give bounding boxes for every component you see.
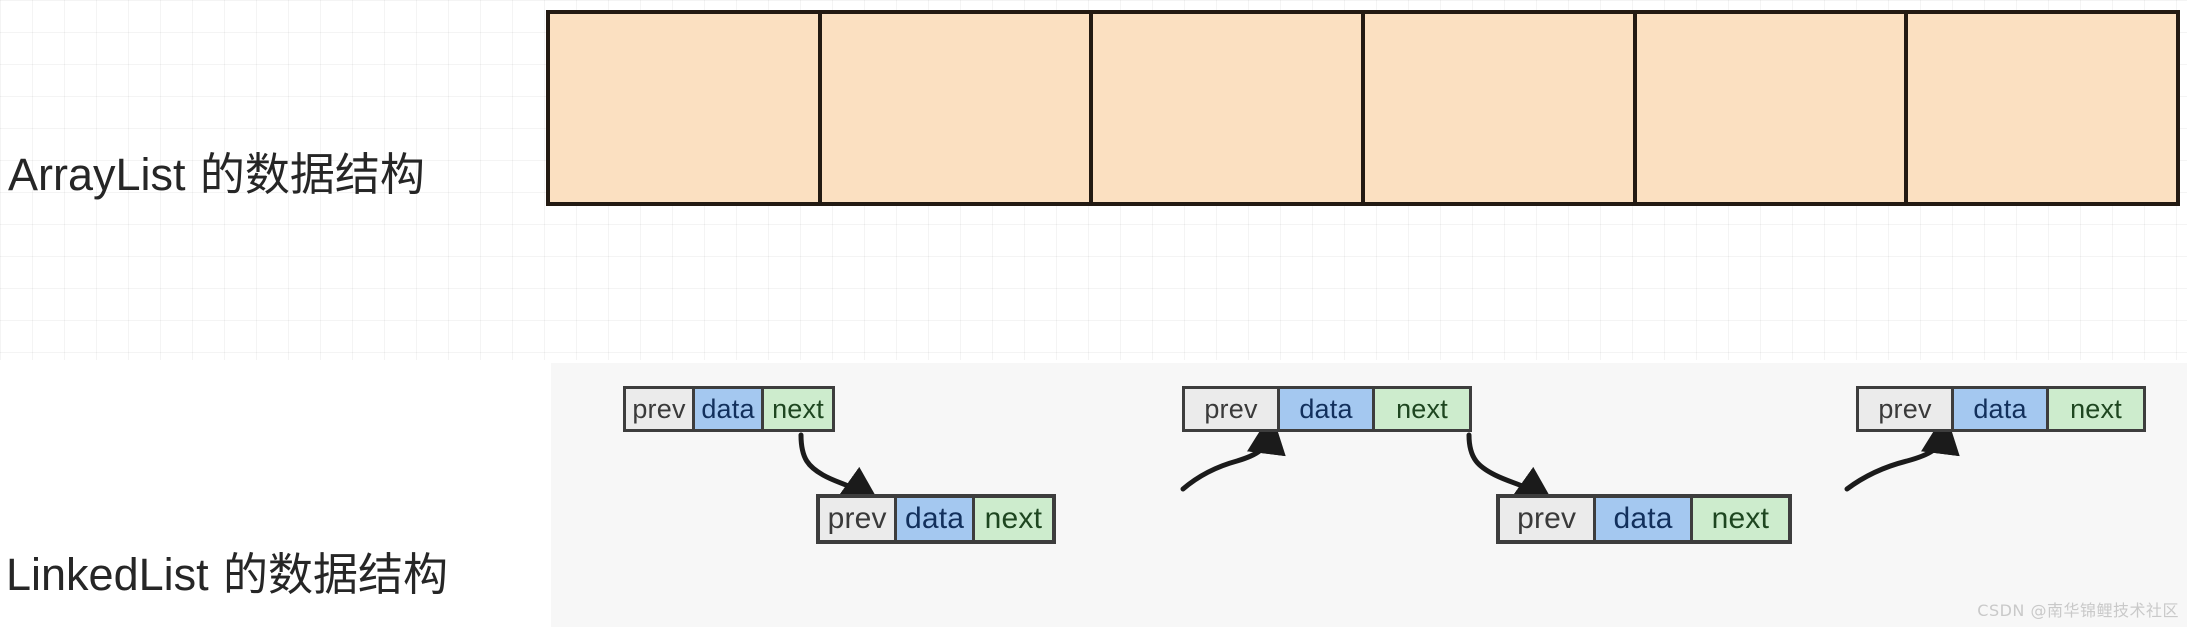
node-field-next: next <box>1692 498 1789 540</box>
node-field-data: data <box>1280 389 1376 429</box>
list-node[interactable]: prev data next <box>623 386 835 432</box>
array-cell <box>821 14 1094 202</box>
node-field-next: next <box>764 389 832 429</box>
arraylist-array <box>546 10 2180 206</box>
array-cell <box>1365 14 1637 202</box>
linkedlist-caption: LinkedList 的数据结构 <box>6 548 448 602</box>
link-node2-next-to-node3-prev <box>1180 412 1286 492</box>
linkedlist-panel: prev data next prev data next prev data … <box>551 363 2187 627</box>
node-field-prev: prev <box>1500 498 1597 540</box>
link-node4-next-to-node5-prev <box>1844 412 1960 492</box>
node-field-next: next <box>1375 389 1469 429</box>
link-node1-next-to-node2-prev <box>798 432 883 508</box>
node-field-prev: prev <box>1859 389 1955 429</box>
array-cell <box>1093 14 1366 202</box>
linkedlist-caption-latin: LinkedList <box>6 549 209 600</box>
array-cell <box>1908 14 2177 202</box>
node-field-next: next <box>2049 389 2143 429</box>
list-node[interactable]: prev data next <box>1856 386 2146 432</box>
arraylist-caption-cjk: 的数据结构 <box>185 148 425 201</box>
node-field-data: data <box>695 389 765 429</box>
array-cell <box>550 14 822 202</box>
list-node[interactable]: prev data next <box>1496 494 1792 544</box>
link-node3-next-to-node4-prev <box>1466 432 1557 508</box>
arraylist-caption-latin: ArrayList <box>8 149 186 200</box>
node-field-data: data <box>897 498 975 540</box>
node-field-prev: prev <box>820 498 898 540</box>
linkedlist-caption-cjk: 的数据结构 <box>208 548 448 601</box>
node-field-data: data <box>1596 498 1693 540</box>
array-cell <box>1636 14 1909 202</box>
node-field-prev: prev <box>1185 389 1281 429</box>
arraylist-caption: ArrayList 的数据结构 <box>8 148 425 202</box>
csdn-watermark: CSDN @南华锦鲤技术社区 <box>1977 601 2179 620</box>
node-field-prev: prev <box>626 389 696 429</box>
node-field-next: next <box>974 498 1053 540</box>
list-node[interactable]: prev data next <box>816 494 1056 544</box>
node-field-data: data <box>1954 389 2050 429</box>
list-node[interactable]: prev data next <box>1182 386 1472 432</box>
